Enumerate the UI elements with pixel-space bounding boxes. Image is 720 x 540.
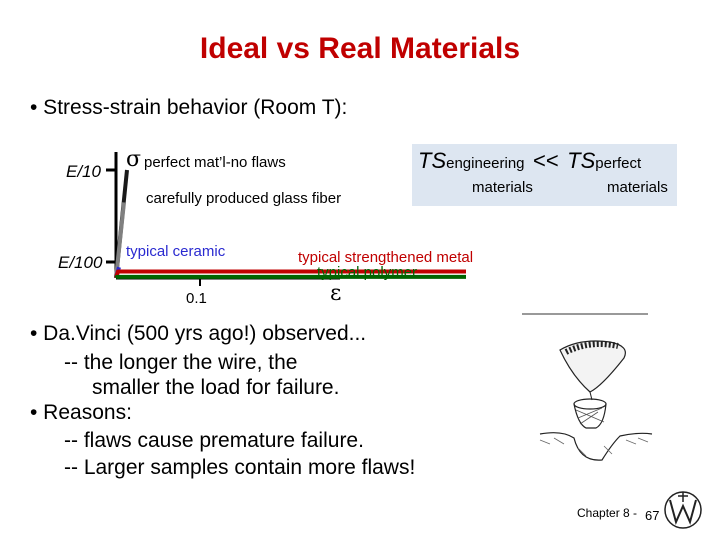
series-line-1 [114, 202, 126, 279]
bullet-davinci: • Da.Vinci (500 yrs ago!) observed... [30, 322, 367, 345]
line-smaller-load: smaller the load for failure. [92, 376, 340, 399]
y-tick-label-e100: E/100 [58, 253, 103, 272]
ts-sub-perfect: perfect [595, 155, 642, 172]
label-perfect: perfect mat’l-no flaws [144, 154, 286, 171]
footer-chapter: Chapter 8 - [577, 506, 638, 520]
footer-page-number: 67 [645, 508, 660, 523]
slide-title: Ideal vs Real Materials [199, 32, 521, 65]
label-polymer: typical polymer [317, 264, 417, 281]
line-flaws: -- flaws cause premature failure. [64, 429, 364, 452]
line-longer-wire: -- the longer the wire, the [64, 351, 298, 374]
ts-sub-materials-2: materials [607, 179, 668, 196]
ts-sub-materials-1: materials [472, 179, 533, 196]
series-line-4 [114, 274, 466, 280]
wiley-logo [664, 491, 702, 529]
ts-label-1: TS [418, 148, 447, 173]
ts-comparison-box: TSengineering << TSperfect materials mat… [412, 144, 677, 206]
da-vinci-wire-test-sketch [522, 313, 653, 461]
series-group [114, 169, 466, 280]
y-axis-label: σ [126, 147, 141, 172]
ts-sub-engineering: engineering [446, 155, 525, 172]
bullet-stress-strain: • Stress-strain behavior (Room T): [30, 96, 348, 119]
x-axis-label: ε [330, 281, 341, 306]
ts-less-than: << [532, 148, 559, 173]
y-tick-label-e10: E/10 [66, 162, 102, 181]
label-ceramic: typical ceramic [126, 243, 226, 260]
bullet-reasons: • Reasons: [30, 401, 132, 424]
ts-label-2: TS [567, 148, 596, 173]
label-glass: carefully produced glass fiber [146, 190, 341, 207]
x-tick-label-01: 0.1 [186, 290, 207, 307]
label-metal: typical strengthened metal [298, 249, 473, 266]
line-larger-samples: -- Larger samples contain more flaws! [64, 456, 416, 479]
